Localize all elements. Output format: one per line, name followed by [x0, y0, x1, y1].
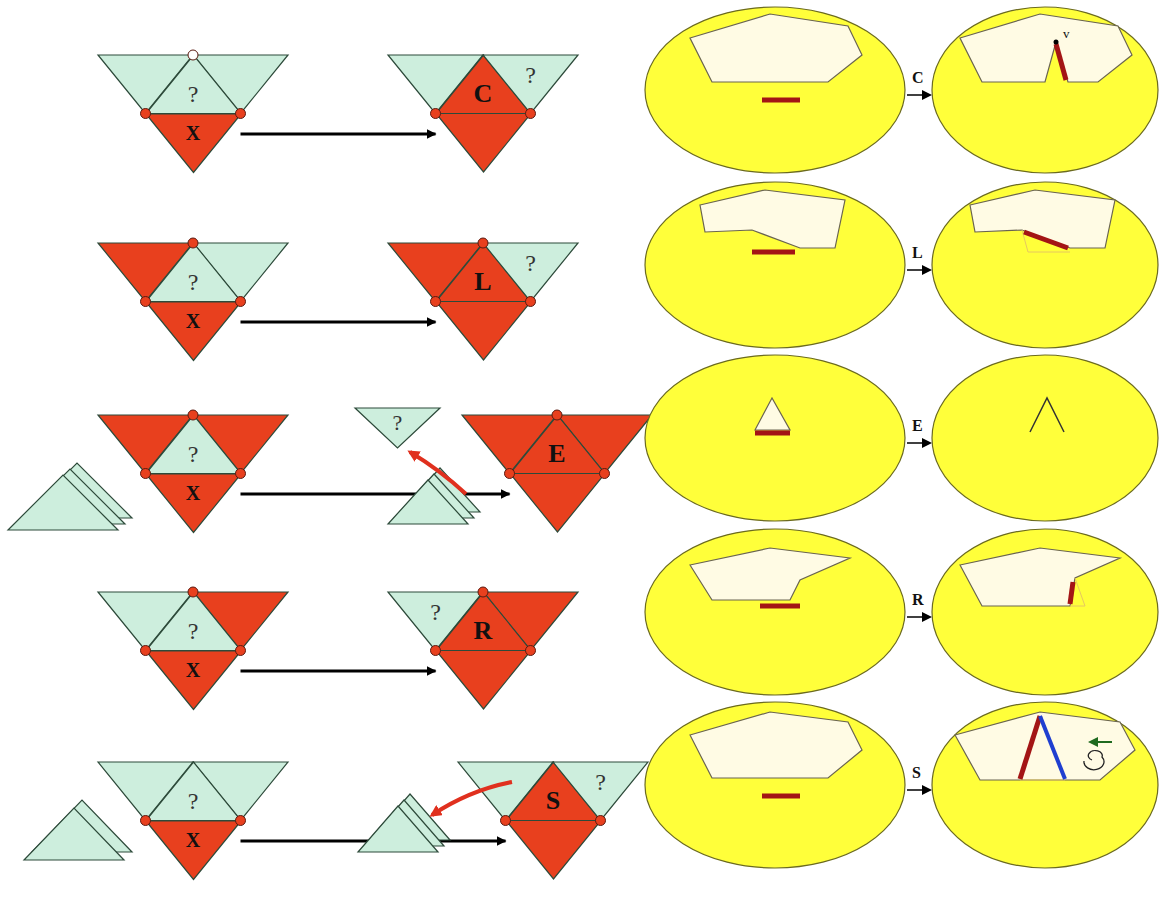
triangle-node: ? [483, 55, 578, 114]
open-triangle [1030, 398, 1064, 432]
surface-ellipse [645, 7, 1158, 868]
node-shape [510, 415, 605, 532]
triangle-node: X [146, 821, 241, 880]
node-shape [436, 592, 531, 709]
red-arrow [432, 782, 512, 815]
unknown-mark: ? [393, 412, 403, 434]
transform-arrow [241, 132, 436, 135]
diamond-node: E [510, 415, 605, 532]
triangle-node: ? [146, 762, 241, 821]
triangle-node: ? [146, 243, 241, 302]
operation-letter: L [474, 269, 491, 295]
transform-arrow [241, 492, 510, 495]
operation-label: L [912, 245, 923, 261]
vertex-label: v [1063, 27, 1070, 40]
green-arrow [1090, 741, 1112, 743]
operation-label: S [912, 765, 921, 781]
gate-mark: X [186, 483, 200, 503]
vertex-dot [1054, 40, 1059, 45]
triangle-node: X [146, 302, 241, 361]
operation-label: C [912, 70, 924, 86]
operation-letter: R [474, 618, 493, 644]
operation-label: R [912, 592, 924, 608]
region-polygon [690, 14, 1135, 780]
transform-arrow [241, 669, 436, 672]
op-arrow [907, 95, 930, 790]
triangle-node: X [146, 651, 241, 710]
red-arrow [410, 452, 466, 494]
blue-edge [1040, 716, 1065, 779]
triangle-stack [8, 463, 480, 860]
unknown-mark: ? [188, 270, 199, 294]
triangle-node: ? [146, 415, 241, 474]
triangle-node: X [146, 474, 241, 533]
unknown-mark: ? [188, 619, 199, 643]
gate-edge [752, 44, 1073, 796]
operation-letter: C [474, 81, 493, 107]
triangle-node: ? [146, 592, 241, 651]
unknown-mark: ? [430, 600, 441, 624]
triangle-node: ? [355, 408, 440, 448]
triangle-node: X [146, 114, 241, 173]
operation-label: E [912, 418, 923, 434]
swirl-symbol [1084, 751, 1104, 770]
transform-arrow [241, 320, 436, 323]
gate-mark: X [186, 660, 200, 680]
unknown-mark: ? [188, 442, 199, 466]
gate-mark: X [186, 311, 200, 331]
unknown-mark: ? [525, 63, 536, 87]
gate-mark: X [186, 123, 200, 143]
gate-mark: X [186, 830, 200, 850]
unknown-mark: ? [595, 770, 606, 794]
mesh-triangles [98, 55, 652, 821]
unknown-mark: ? [525, 251, 536, 275]
diamond-node: R [436, 592, 531, 709]
operation-letter: S [546, 788, 560, 814]
triangle-node: ? [553, 762, 648, 821]
triangle-node: ? [146, 55, 241, 114]
operation-letter: E [548, 441, 565, 467]
unknown-mark: ? [188, 789, 199, 813]
triangle-node: ? [483, 243, 578, 302]
unknown-mark: ? [188, 82, 199, 106]
faint-triangle [1020, 230, 1085, 780]
